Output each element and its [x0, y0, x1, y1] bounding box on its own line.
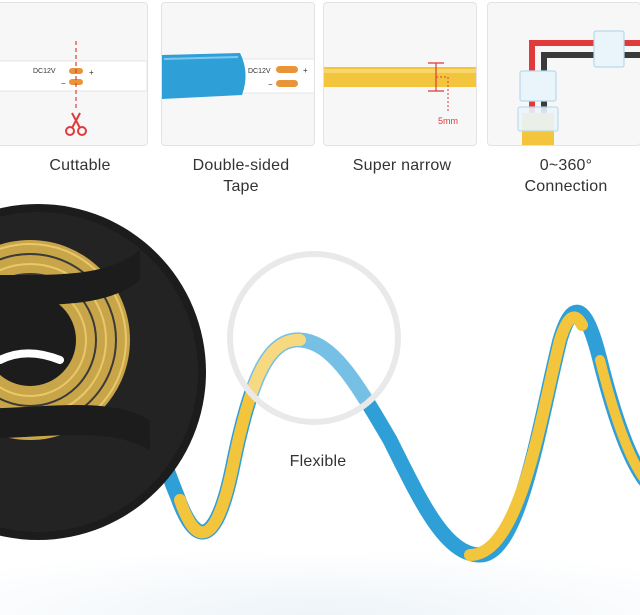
reel-cutout: [0, 349, 64, 364]
flexible-label: Flexible: [289, 453, 347, 470]
strip-voltage-label: DC12V: [248, 68, 271, 75]
minus-mark: −: [268, 80, 273, 89]
scissors-icon: [65, 112, 87, 136]
feature-caption-cuttable: Cuttable: [49, 157, 111, 174]
feature-card-cuttable: DC12V + −: [0, 2, 148, 146]
feature-caption-narrow: Super narrow: [352, 157, 452, 174]
tape-illustration: DC12V + −: [162, 53, 314, 99]
solder-pad: [276, 80, 298, 87]
solder-pad: [69, 79, 83, 85]
connector-clip: [593, 30, 625, 68]
plus-mark: +: [303, 66, 308, 75]
width-measure-label: 5mm: [438, 116, 458, 126]
reel-spool: [0, 204, 206, 540]
strip-tape-side: [102, 292, 640, 563]
narrow-illustration: 5mm: [324, 62, 476, 126]
plus-mark: +: [89, 68, 94, 77]
magnifier-highlight: [227, 251, 401, 425]
solder-pad: [276, 66, 298, 73]
feature-card-double-sided-tape: DC12V + −: [161, 2, 315, 146]
minus-mark: −: [61, 79, 66, 88]
led-strip-segment: [237, 58, 314, 94]
connector-clip: [519, 70, 557, 102]
led-strip-segment: [0, 60, 147, 92]
feature-card-connection: [487, 2, 640, 146]
cuttable-illustration: DC12V + −: [0, 41, 147, 136]
feature-card-super-narrow: 5mm: [323, 2, 477, 146]
tape-backing: [162, 53, 246, 99]
coiled-strip: [0, 240, 130, 440]
connector-clip: [517, 106, 559, 132]
feature-caption-tape: Double-sided Tape: [192, 157, 290, 195]
connection-illustration: [517, 30, 640, 145]
feature-caption-connection: 0~360° Connection: [524, 157, 608, 195]
strip-led-face: [174, 333, 306, 539]
strip-led-face: [464, 311, 588, 561]
strip-voltage-label: DC12V: [33, 68, 56, 75]
